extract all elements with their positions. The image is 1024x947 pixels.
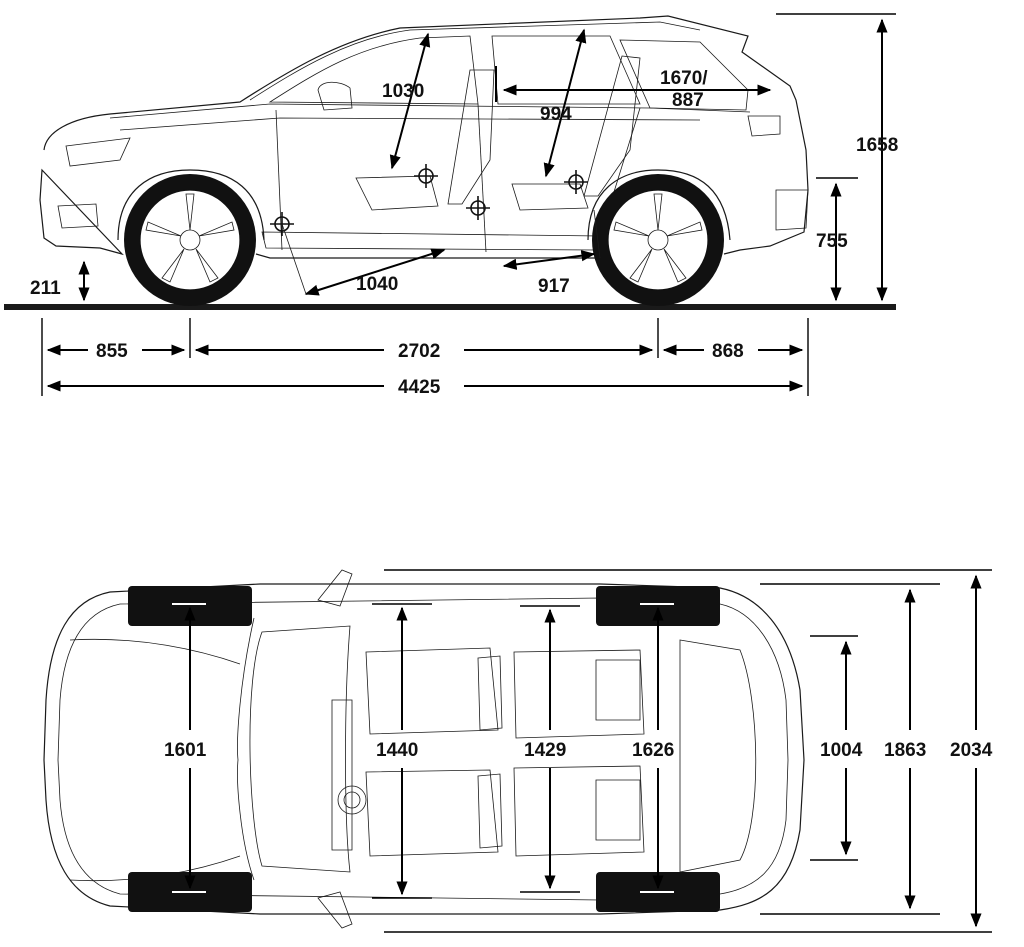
legroom-front-label: 1040 xyxy=(356,274,398,295)
right-mirror-icon xyxy=(317,891,353,929)
headroom-front-label: 1030 xyxy=(382,81,424,102)
shoulder-rear-label: 1429 xyxy=(524,740,566,761)
top-view: 1601 1440 1429 1626 1004 1863 2034 xyxy=(43,569,993,933)
rear-seat-reference-icon xyxy=(563,169,589,195)
rear-seat-back xyxy=(583,55,641,197)
rear-bumper xyxy=(775,189,809,231)
front-seat-backs xyxy=(477,655,503,849)
wheelbase-label: 2702 xyxy=(398,341,440,362)
cargo-width-label: 1004 xyxy=(820,740,863,761)
mirror-width-label: 2034 xyxy=(950,740,993,761)
windshield xyxy=(249,625,351,873)
rear-seat-cushion xyxy=(511,183,589,211)
shoulder-front-label: 1440 xyxy=(376,740,418,761)
front-seat-cushion xyxy=(355,175,439,211)
loading-height-label: 755 xyxy=(816,231,848,252)
b-pillar-line xyxy=(477,103,487,253)
front-wheel xyxy=(117,169,265,306)
ground-clearance-label: 211 xyxy=(30,278,61,299)
side-view: 1030 994 1670/ 887 1658 755 211 1040 917… xyxy=(4,13,898,398)
front-seat-reference-icon xyxy=(413,163,439,189)
cargo-length-label-2: 887 xyxy=(672,90,704,111)
front-track-label: 1601 xyxy=(164,740,207,761)
rear-seat-backs xyxy=(595,659,641,841)
front-overhang-label: 855 xyxy=(96,341,128,362)
steering-wheel-icon xyxy=(337,785,367,815)
body-width-label: 1863 xyxy=(884,740,926,761)
front-right-seat xyxy=(365,769,499,857)
left-mirror-icon xyxy=(317,569,353,607)
headlight-icon xyxy=(65,137,131,167)
front-left-wheel xyxy=(128,586,252,626)
legroom-front-extension xyxy=(281,223,307,295)
headroom-rear-label: 994 xyxy=(540,104,572,125)
headroom-front-arrow xyxy=(389,32,431,170)
rear-track-label: 1626 xyxy=(632,740,674,761)
sill xyxy=(261,231,601,251)
headroom-rear-arrow xyxy=(543,28,587,178)
legroom-rear-extension xyxy=(593,209,601,259)
legroom-rear-label: 917 xyxy=(538,276,570,297)
rear-window-top xyxy=(679,639,757,873)
quarter-window xyxy=(619,39,749,111)
legroom-front-arrow xyxy=(304,248,446,296)
shoulder-line xyxy=(119,117,701,131)
windshield-base xyxy=(237,617,255,881)
front-left-seat xyxy=(365,647,499,735)
rear-right-seat xyxy=(513,765,645,857)
front-door-line xyxy=(275,109,283,251)
side-mirror-icon xyxy=(317,81,353,111)
dashboard xyxy=(331,699,353,851)
rear-wheel xyxy=(587,169,731,306)
rear-overhang-label: 868 xyxy=(712,341,744,362)
overall-height-label: 1658 xyxy=(856,135,898,156)
rear-left-seat xyxy=(513,649,645,739)
belt-line xyxy=(109,103,751,119)
front-seat-back xyxy=(447,69,495,205)
cargo-length-label: 1670/ xyxy=(660,68,708,89)
roof-line xyxy=(249,21,701,101)
taillight-icon xyxy=(747,115,781,137)
overall-length-label: 4425 xyxy=(398,377,441,398)
hood-lines xyxy=(69,638,241,882)
legroom-rear-arrow xyxy=(502,250,596,270)
fog-lamp-icon xyxy=(57,203,99,229)
ground-line xyxy=(4,304,896,310)
front-window xyxy=(268,35,479,105)
rear-left-wheel xyxy=(596,586,720,626)
car-top-outline xyxy=(43,583,805,915)
front-heel-reference-icon xyxy=(465,195,491,221)
